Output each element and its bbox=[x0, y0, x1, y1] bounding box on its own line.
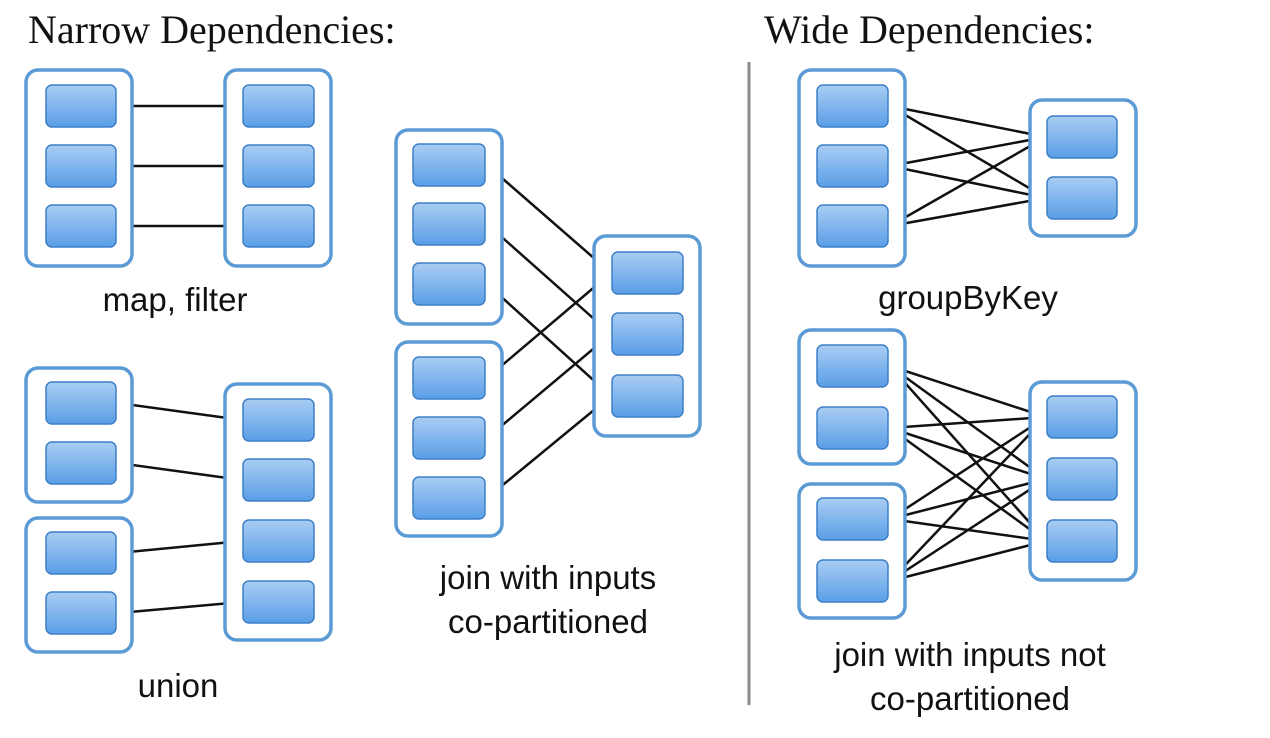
arrow-join-notcopart-b2-3 bbox=[889, 537, 1048, 583]
partition-un-out-3 bbox=[242, 519, 315, 563]
arrow-join-notcopart-b1-1 bbox=[889, 415, 1048, 521]
partition-jc-out-1 bbox=[611, 251, 684, 295]
partition-gb-in-2 bbox=[816, 144, 889, 188]
partition-un-in2-2 bbox=[45, 591, 117, 635]
arrow-groupbykey-3-2 bbox=[889, 193, 1048, 228]
dependency-arrows bbox=[117, 99, 1048, 615]
partition-mf-in-2 bbox=[45, 144, 117, 188]
partition-jn-in2-2 bbox=[816, 559, 889, 603]
partition-un-out-4 bbox=[242, 580, 315, 624]
partition-jc-in2-1 bbox=[412, 356, 486, 400]
partition-un-in1-2 bbox=[45, 441, 117, 485]
partition-gb-out-1 bbox=[1046, 115, 1118, 159]
arrow-join-notcopart-b2-1 bbox=[889, 416, 1047, 582]
partition-mf-in-1 bbox=[45, 84, 117, 128]
partition-un-out-1 bbox=[242, 398, 315, 442]
arrow-groupbykey-3-1 bbox=[889, 135, 1048, 228]
arrow-join-notcopart-b2-2 bbox=[889, 477, 1048, 583]
caption-union: union bbox=[138, 667, 219, 704]
partition-jn-out-1 bbox=[1046, 395, 1118, 439]
partition-jn-in1-1 bbox=[816, 344, 889, 388]
arrow-groupbykey-2-1 bbox=[889, 132, 1048, 168]
arrow-join-copart-a3 bbox=[486, 283, 612, 397]
partition-jn-out-3 bbox=[1046, 519, 1118, 563]
arrow-union-1 bbox=[117, 401, 244, 425]
partition-mf-in-3 bbox=[45, 204, 117, 248]
partition-un-out-2 bbox=[242, 458, 315, 502]
rdd-box-un-out bbox=[223, 382, 333, 642]
arrow-join-copart-b3 bbox=[486, 395, 612, 499]
partition-gb-in-3 bbox=[816, 204, 889, 248]
arrow-join-copart-a2 bbox=[486, 223, 612, 335]
partition-jc-in1-2 bbox=[412, 202, 486, 246]
partition-jc-in1-1 bbox=[412, 143, 486, 187]
arrow-join-notcopart-a2-1 bbox=[889, 411, 1048, 430]
arrow-union-4 bbox=[117, 596, 244, 615]
arrow-union-3 bbox=[117, 535, 244, 555]
arrow-union-2 bbox=[117, 461, 244, 485]
arrow-join-copart-a1 bbox=[486, 164, 612, 274]
partition-jc-in2-3 bbox=[412, 476, 486, 520]
caption-join-not-copartitioned-line1: join with inputs not bbox=[833, 636, 1106, 673]
partition-mf-out-3 bbox=[242, 204, 315, 248]
arrow-join-copart-b1 bbox=[486, 272, 612, 379]
partition-jc-out-2 bbox=[611, 312, 684, 356]
partition-mf-out-1 bbox=[242, 84, 315, 128]
arrow-groupbykey-1-1 bbox=[889, 104, 1048, 141]
caption-join-not-copartitioned-line2: co-partitioned bbox=[870, 680, 1070, 717]
partition-jn-in2-1 bbox=[816, 497, 889, 541]
partition-gb-in-1 bbox=[816, 84, 889, 128]
partition-jc-out-3 bbox=[611, 374, 684, 418]
partition-un-in1-1 bbox=[45, 381, 117, 425]
arrow-join-copart-b2 bbox=[486, 333, 612, 439]
arrow-join-notcopart-a1-1 bbox=[889, 364, 1048, 420]
partition-jc-in2-2 bbox=[412, 416, 486, 460]
partition-mf-out-2 bbox=[242, 144, 315, 188]
caption-join-copartitioned-line2: co-partitioned bbox=[448, 603, 648, 640]
partition-gb-out-2 bbox=[1046, 176, 1118, 220]
partition-un-in2-1 bbox=[45, 531, 117, 575]
partition-jn-in1-2 bbox=[816, 406, 889, 450]
arrow-join-notcopart-a2-2 bbox=[889, 426, 1048, 482]
caption-join-copartitioned-line1: join with inputs bbox=[439, 559, 656, 596]
arrow-join-notcopart-a2-3 bbox=[889, 426, 1048, 543]
rdd-groups bbox=[24, 68, 1138, 654]
narrow-dependencies-title: Narrow Dependencies: bbox=[28, 7, 396, 52]
caption-map-filter: map, filter bbox=[103, 281, 248, 318]
caption-groupbykey: groupByKey bbox=[878, 279, 1058, 316]
partition-jc-in1-3 bbox=[412, 262, 486, 306]
partition-jn-out-2 bbox=[1046, 457, 1118, 501]
wide-dependencies-title: Wide Dependencies: bbox=[764, 7, 1094, 52]
